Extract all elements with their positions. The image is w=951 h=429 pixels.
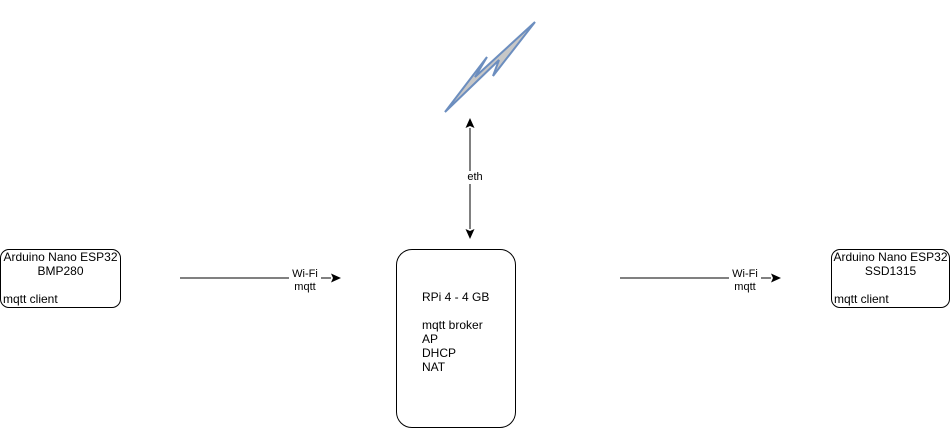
sensor-node-box[interactable]: Arduino Nano ESP32 BMP280 mqtt client (0, 249, 121, 308)
display-node-box[interactable]: Arduino Nano ESP32 SSD1315 mqtt client (831, 249, 950, 308)
eth-arrowhead-up (465, 118, 475, 128)
left-edge-protocol: Wi-Fi (292, 268, 318, 280)
right-wifi-arrowhead (771, 273, 781, 283)
display-node-role: mqtt client (834, 292, 889, 306)
lightning-bolt-icon (444, 21, 536, 113)
uplink-edge-text: eth (467, 171, 483, 183)
right-edge-transport: mqtt (734, 281, 756, 293)
right-edge-protocol: Wi-Fi (732, 268, 758, 280)
rpi-node-box[interactable]: RPi 4 - 4 GB mqtt broker AP DHCP NAT (396, 249, 516, 428)
eth-arrowhead-down (465, 229, 475, 239)
rpi-node-title: RPi 4 - 4 GB (422, 290, 490, 304)
sensor-node-role: mqtt client (3, 292, 58, 306)
rpi-service-mqtt-broker: mqtt broker (422, 318, 483, 332)
rpi-service-ap: AP (422, 332, 439, 346)
display-node-board: Arduino Nano ESP32 (833, 250, 948, 264)
uplink-edge-label: eth (462, 171, 488, 184)
right-edge-label: Wi-Fi mqtt (729, 268, 761, 294)
left-edge-label: Wi-Fi mqtt (289, 268, 321, 294)
sensor-node-module: BMP280 (37, 264, 84, 278)
rpi-service-dhcp: DHCP (422, 346, 457, 360)
sensor-node-board: Arduino Nano ESP32 (3, 250, 118, 264)
left-edge-transport: mqtt (294, 281, 316, 293)
display-node-module: SSD1315 (864, 264, 917, 278)
rpi-service-nat: NAT (422, 360, 446, 374)
left-wifi-arrowhead (331, 273, 341, 283)
